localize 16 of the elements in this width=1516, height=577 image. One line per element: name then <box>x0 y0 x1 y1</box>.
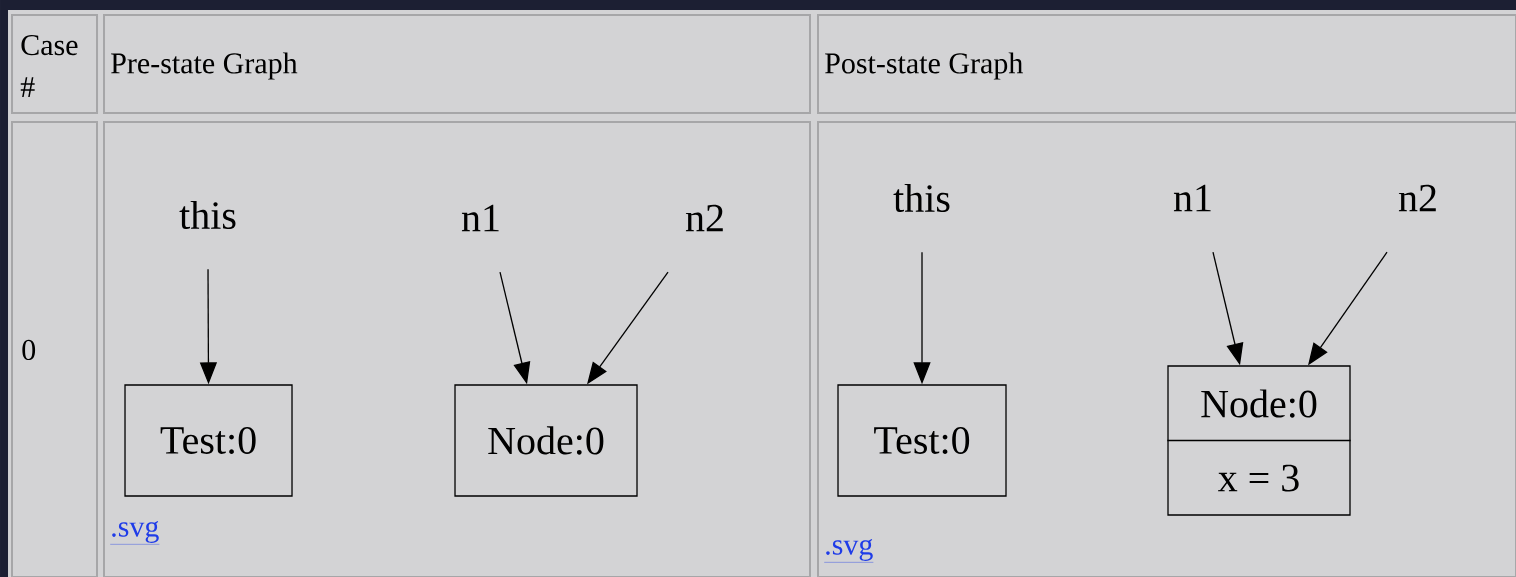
variable-label: n1 <box>1173 184 1211 212</box>
header-cell: Pre-state Graph <box>103 14 811 114</box>
variable-label: n2 <box>685 204 723 232</box>
svg-link: .svg <box>110 521 160 545</box>
svg-link: .svg <box>824 539 874 563</box>
variable-label: n2 <box>1398 184 1436 212</box>
variable-label: this <box>179 200 236 230</box>
object-box: Test:0 <box>837 384 1007 497</box>
header-cell: Case # <box>11 14 98 114</box>
variable-label: n1 <box>461 204 499 232</box>
object-box: Node:0 <box>454 384 638 497</box>
record-box: Node:0 x = 3 <box>1166 365 1352 516</box>
header-cell: Post-state Graph <box>817 14 1516 114</box>
table-cell: 0 <box>11 121 98 577</box>
variable-label: this <box>893 183 950 213</box>
object-box: Test:0 <box>124 384 293 497</box>
